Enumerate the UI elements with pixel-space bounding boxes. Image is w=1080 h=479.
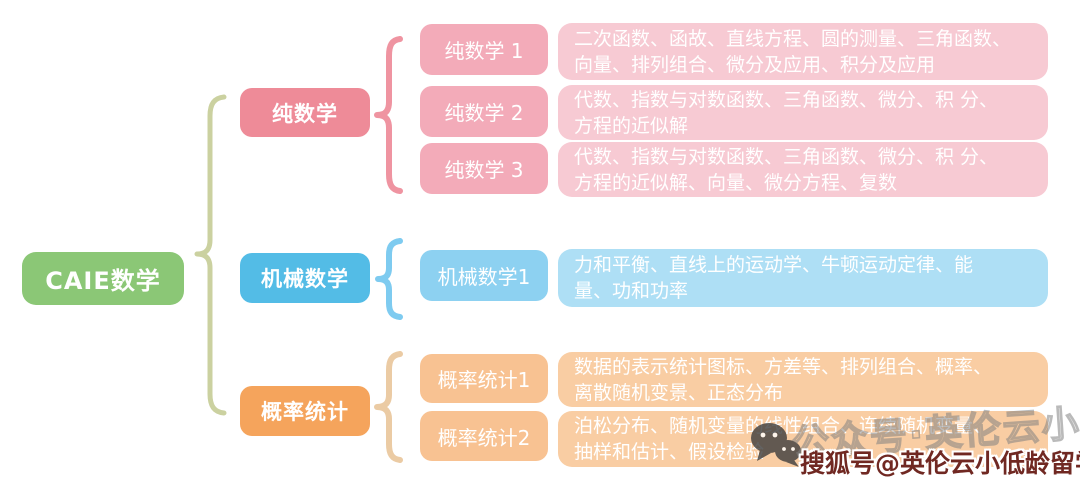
content-text: 代数、指数与对数函数、三角函数、微分、积 分、 方程的近似解: [574, 88, 999, 137]
sub-node-label: 概率统计1: [437, 368, 531, 392]
content-text: 二次函数、函故、直线方程、圆的测量、三角函数、 向量、排列组合、微分及应用、积分…: [574, 27, 1012, 76]
root-node-caie-math: CAIE数学: [22, 252, 184, 305]
sub-node-label: 纯数学 2: [444, 101, 524, 125]
wechat-icon: [751, 423, 801, 467]
sub-node-label: 概率统计2: [437, 425, 531, 450]
pure-math-brace: [374, 36, 403, 194]
mechanics-brace: [375, 238, 403, 320]
content-text: 力和平衡、直线上的运动学、牛顿运动定律、能 量、功和功率: [574, 254, 974, 302]
prob-stats-brace: [374, 351, 403, 463]
branch-node-prob-stats: 概率统计: [240, 386, 370, 436]
sub-node-label: 纯数学 3: [444, 158, 524, 182]
sub-node-pure-math-1: 纯数学 1: [420, 24, 548, 75]
sohu-watermark-text: 搜狐号@英伦云小低龄留学: [800, 449, 1080, 478]
content-node-mechanics-1-topics: 力和平衡、直线上的运动学、牛顿运动定律、能 量、功和功率: [558, 249, 1048, 307]
sub-node-pure-math-3: 纯数学 3: [420, 143, 548, 194]
content-text: 数据的表示统计图标、方差等、排列组合、概率、 离散随机变景、正态分布: [574, 355, 993, 404]
sub-node-label: 纯数学 1: [444, 39, 524, 63]
root-node-label: CAIE数学: [45, 267, 161, 295]
sub-node-prob-stats-2: 概率统计2: [420, 411, 548, 461]
content-node-pure-math-3-topics: 代数、指数与对数函数、三角函数、微分、积 分、 方程的近似解、向量、微分方程、复…: [558, 142, 1048, 197]
content-node-pure-math-1-topics: 二次函数、函故、直线方程、圆的测量、三角函数、 向量、排列组合、微分及应用、积分…: [558, 23, 1048, 80]
branch-node-pure-math: 纯数学: [240, 88, 370, 137]
content-node-pure-math-2-topics: 代数、指数与对数函数、三角函数、微分、积 分、 方程的近似解: [558, 85, 1048, 140]
sub-node-prob-stats-1: 概率统计1: [420, 354, 548, 403]
sub-node-mechanics-1: 机械数学1: [420, 250, 548, 301]
branch-node-label: 机械数学: [261, 267, 349, 291]
root-brace: [194, 94, 227, 416]
content-text: 代数、指数与对数函数、三角函数、微分、积 分、 方程的近似解、向量、微分方程、复…: [574, 145, 999, 194]
branch-node-mechanics: 机械数学: [240, 253, 370, 303]
content-node-prob-stats-1-topics: 数据的表示统计图标、方差等、排列组合、概率、 离散随机变景、正态分布: [558, 352, 1048, 407]
branch-node-label: 概率统计: [261, 400, 349, 424]
sub-node-pure-math-2: 纯数学 2: [420, 86, 548, 137]
branch-node-label: 纯数学: [272, 101, 338, 126]
content-node-prob-stats-2-topics: 泊松分布、随机变量的线性组合、连续随机变量、 抽样和估计、假设检验: [558, 411, 1048, 467]
content-text: 泊松分布、随机变量的线性组合、连续随机变量、 抽样和估计、假设检验: [574, 415, 993, 463]
sub-node-label: 机械数学1: [437, 265, 531, 289]
